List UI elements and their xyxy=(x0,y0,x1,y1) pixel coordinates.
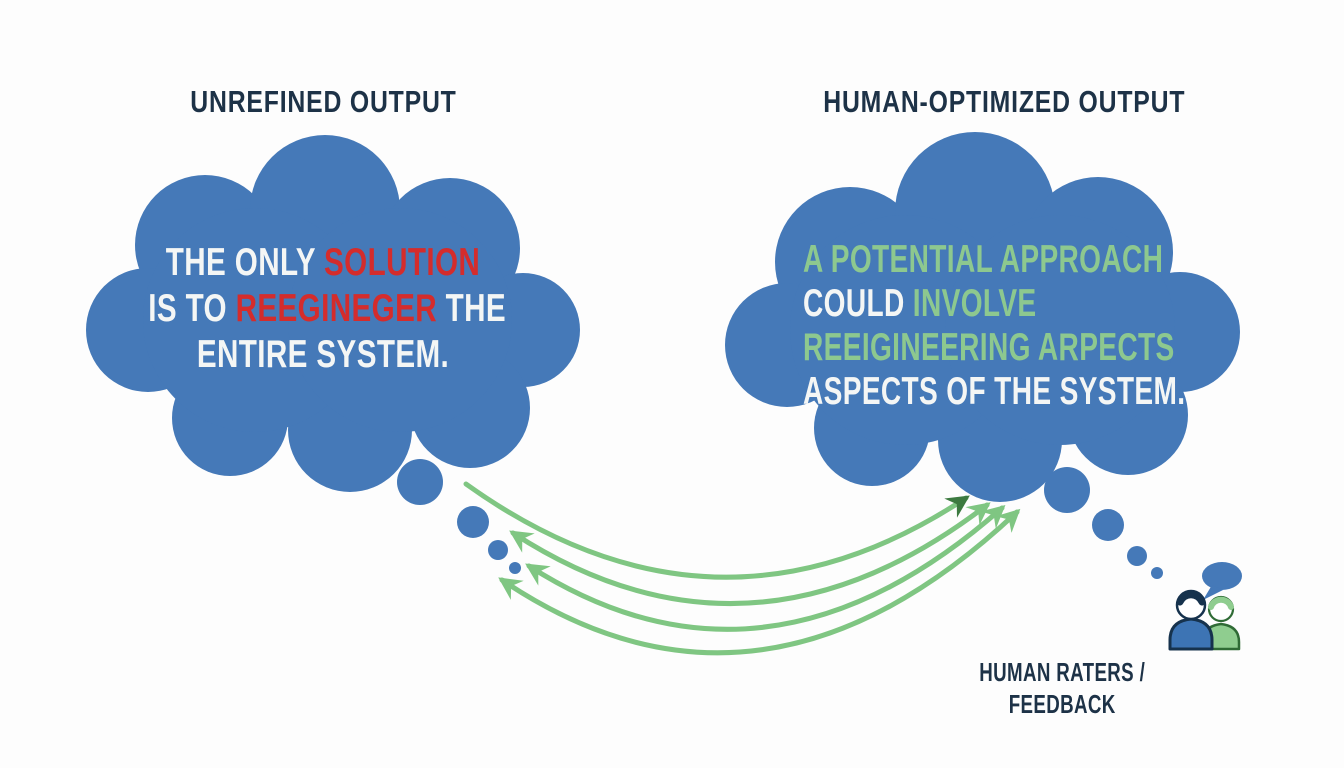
feedback-arrows-icon xyxy=(463,481,1021,656)
left-cloud-text: THE ONLY SOLUTION IS TO REEGINEGER THE E… xyxy=(93,240,553,378)
left-cloud-text-block: THE ONLY SOLUTION IS TO REEGINEGER THE E… xyxy=(148,240,505,378)
human-raters-people-icon xyxy=(1168,589,1241,651)
right-cloud-title: HUMAN-OPTIMIZED OUTPUT xyxy=(778,84,1218,120)
left-thought-cloud-icon xyxy=(86,135,580,492)
text-segment: REEGINEGER xyxy=(235,287,438,330)
right-cloud-text-line: A POTENTIAL APPROACH xyxy=(803,238,1163,282)
caption-line-2: FEEDBACK xyxy=(1008,689,1116,719)
text-segment: SOLUTION xyxy=(324,241,481,284)
text-segment: INVOLVE xyxy=(912,282,1037,325)
right-cloud-trail-dots xyxy=(1044,467,1163,579)
right-cloud-text-line: COULD INVOLVE xyxy=(803,282,1149,326)
left-cloud-title: UNREFINED OUTPUT xyxy=(123,84,523,120)
right-cloud-text-line: REEIGINEERING ARPECTS xyxy=(803,326,1174,370)
left-cloud-text-line: ENTIRE SYSTEM. xyxy=(148,332,498,378)
text-segment: ENTIRE SYSTEM. xyxy=(196,333,450,376)
left-cloud-text-line: THE ONLY SOLUTION xyxy=(148,240,498,286)
text-segment: COULD xyxy=(803,282,913,325)
text-segment: THE ONLY xyxy=(165,241,325,284)
text-segment: THE xyxy=(437,287,507,330)
right-cloud-text: A POTENTIAL APPROACH COULD INVOLVE REEIG… xyxy=(803,238,1283,414)
right-cloud-text-block: A POTENTIAL APPROACH COULD INVOLVE REEIG… xyxy=(803,238,1185,414)
left-cloud-title-text: UNREFINED OUTPUT xyxy=(189,84,457,119)
right-thought-cloud-icon xyxy=(725,132,1240,502)
text-segment: ASPECTS OF THE SYSTEM. xyxy=(803,370,1186,413)
text-segment: A POTENTIAL APPROACH xyxy=(803,238,1164,281)
right-cloud-title-text: HUMAN-OPTIMIZED OUTPUT xyxy=(823,84,1186,119)
left-cloud-trail-dots xyxy=(397,459,521,574)
left-cloud-text-line: IS TO REEGINEGER THE xyxy=(148,286,505,332)
text-segment: REEIGINEERING ARPECTS xyxy=(803,326,1175,369)
right-cloud-text-line: ASPECTS OF THE SYSTEM. xyxy=(803,370,1185,414)
speech-bubble-icon xyxy=(1202,562,1242,600)
human-raters-label: HUMAN RATERS / FEEDBACK xyxy=(912,656,1212,720)
caption-line-1: HUMAN RATERS / xyxy=(979,657,1145,687)
text-segment: IS TO xyxy=(148,287,236,330)
human-raters-label-text: HUMAN RATERS / FEEDBACK xyxy=(979,656,1145,720)
